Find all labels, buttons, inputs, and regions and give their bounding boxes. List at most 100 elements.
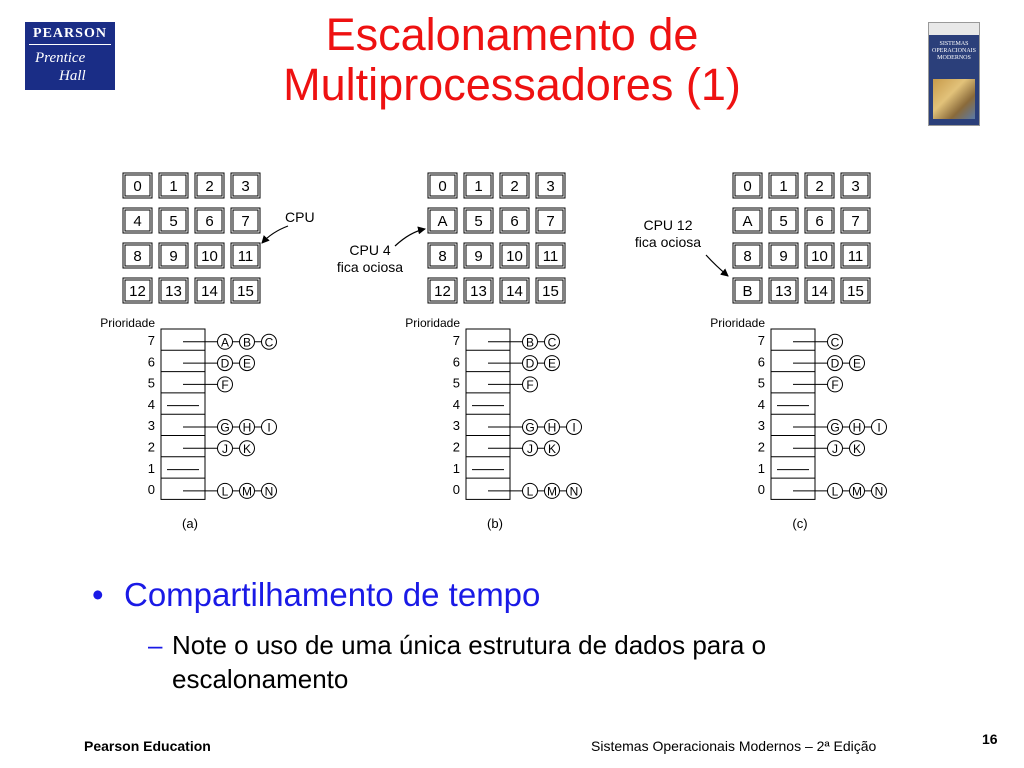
- process-node: [217, 418, 233, 435]
- cpu-cell: [232, 174, 259, 197]
- cpu-cell: [160, 279, 187, 302]
- cpu-cell-outer: [732, 172, 763, 199]
- process-label: J: [222, 442, 228, 456]
- process-label: N: [265, 484, 274, 498]
- cpu-cell-outer: [499, 207, 530, 234]
- cpu-cell: [465, 244, 492, 267]
- cpu-cell-outer: [158, 172, 189, 199]
- cpu-cell-label: 9: [169, 248, 177, 265]
- priority-number: 0: [453, 482, 460, 497]
- process-node: [566, 418, 582, 435]
- process-label: L: [527, 484, 534, 498]
- cpu-cell: [537, 279, 564, 302]
- process-node: [239, 418, 255, 435]
- process-node: [827, 376, 843, 393]
- cpu-cell-outer: [463, 172, 494, 199]
- process-node: [217, 482, 233, 499]
- cpu-cell: [501, 209, 528, 232]
- process-node: [522, 440, 538, 457]
- process-label: H: [853, 420, 862, 434]
- cpu-cell-outer: [427, 277, 458, 304]
- cpu-cell-label: 14: [811, 283, 828, 300]
- process-node: [544, 333, 560, 350]
- cpu-cell-label: 1: [779, 178, 787, 195]
- priority-number: 3: [148, 418, 155, 433]
- cpu-note-c-arrow: [705, 254, 729, 277]
- cpu-cell-outer: [732, 207, 763, 234]
- cpu-cell: [842, 209, 869, 232]
- cpu-cell: [160, 244, 187, 267]
- cpu-cell-outer: [499, 242, 530, 269]
- cpu-cell-outer: [535, 277, 566, 304]
- process-label: C: [265, 335, 274, 349]
- process-node: [871, 418, 887, 435]
- cpu-cell-label: 6: [510, 213, 518, 230]
- logo-line-1: PEARSON: [33, 26, 107, 41]
- process-label: H: [548, 420, 557, 434]
- cpu-cell-label: 14: [201, 283, 218, 300]
- process-label: E: [548, 357, 556, 371]
- process-label: I: [267, 420, 270, 434]
- cpu-cell-label: 10: [201, 248, 218, 265]
- priority-number: 3: [758, 418, 765, 433]
- cpu-cell-outer: [158, 242, 189, 269]
- priority-number: 7: [758, 333, 765, 348]
- process-node: [522, 418, 538, 435]
- cpu-cell-label: 10: [506, 248, 523, 265]
- cpu-cell-outer: [158, 277, 189, 304]
- cpu-cell: [196, 209, 223, 232]
- process-label: G: [525, 420, 534, 434]
- cpu-note-a-arrow: [261, 225, 289, 244]
- process-node: [239, 440, 255, 457]
- cpu-cell-outer: [194, 207, 225, 234]
- priority-label: Prioridade: [710, 316, 765, 330]
- footer-publisher: Pearson Education: [84, 738, 211, 754]
- cpu-cell: [734, 209, 761, 232]
- process-node: [544, 355, 560, 372]
- process-label: D: [526, 357, 535, 371]
- priority-number: 7: [453, 333, 460, 348]
- priority-number: 5: [148, 376, 155, 391]
- cpu-cell-label: 15: [237, 283, 254, 300]
- cpu-cell: [429, 209, 456, 232]
- bullet-main-text: Compartilhamento de tempo: [124, 576, 541, 613]
- cpu-cell-outer: [230, 242, 261, 269]
- process-label: I: [877, 420, 880, 434]
- cpu-cell: [734, 279, 761, 302]
- process-label: L: [222, 484, 229, 498]
- process-label: F: [831, 378, 838, 392]
- cpu-cell: [124, 209, 151, 232]
- cpu-cell: [806, 244, 833, 267]
- cpu-cell-label: 1: [474, 178, 482, 195]
- logo-line-3: Hall: [59, 68, 86, 84]
- cpu-cell: [537, 209, 564, 232]
- cpu-cell-outer: [427, 172, 458, 199]
- cpu-cell-label: 11: [238, 248, 254, 265]
- cpu-cell-outer: [194, 172, 225, 199]
- process-label: D: [221, 357, 230, 371]
- priority-number: 7: [148, 333, 155, 348]
- process-label: J: [832, 442, 838, 456]
- process-node: [827, 355, 843, 372]
- cpu-cell: [770, 244, 797, 267]
- cpu-cell-label: 1: [169, 178, 177, 195]
- cpu-cell-label: 9: [474, 248, 482, 265]
- cpu-cell: [734, 174, 761, 197]
- process-node: [217, 376, 233, 393]
- priority-label: Prioridade: [405, 316, 460, 330]
- cpu-cell: [537, 244, 564, 267]
- cpu-cell-outer: [840, 242, 871, 269]
- cpu-cell-outer: [122, 207, 153, 234]
- cpu-cell-label: 4: [133, 213, 141, 230]
- cpu-cell-label: 13: [165, 283, 182, 300]
- process-label: K: [853, 442, 861, 456]
- cpu-cell-label: B: [742, 283, 752, 300]
- priority-number: 4: [453, 397, 460, 412]
- priority-number: 5: [758, 376, 765, 391]
- cpu-cell-outer: [535, 172, 566, 199]
- cpu-cell: [160, 174, 187, 197]
- priority-number: 4: [758, 397, 765, 412]
- cpu-cell-label: 8: [743, 248, 751, 265]
- cpu-cell-label: 0: [438, 178, 446, 195]
- process-node: [544, 482, 560, 499]
